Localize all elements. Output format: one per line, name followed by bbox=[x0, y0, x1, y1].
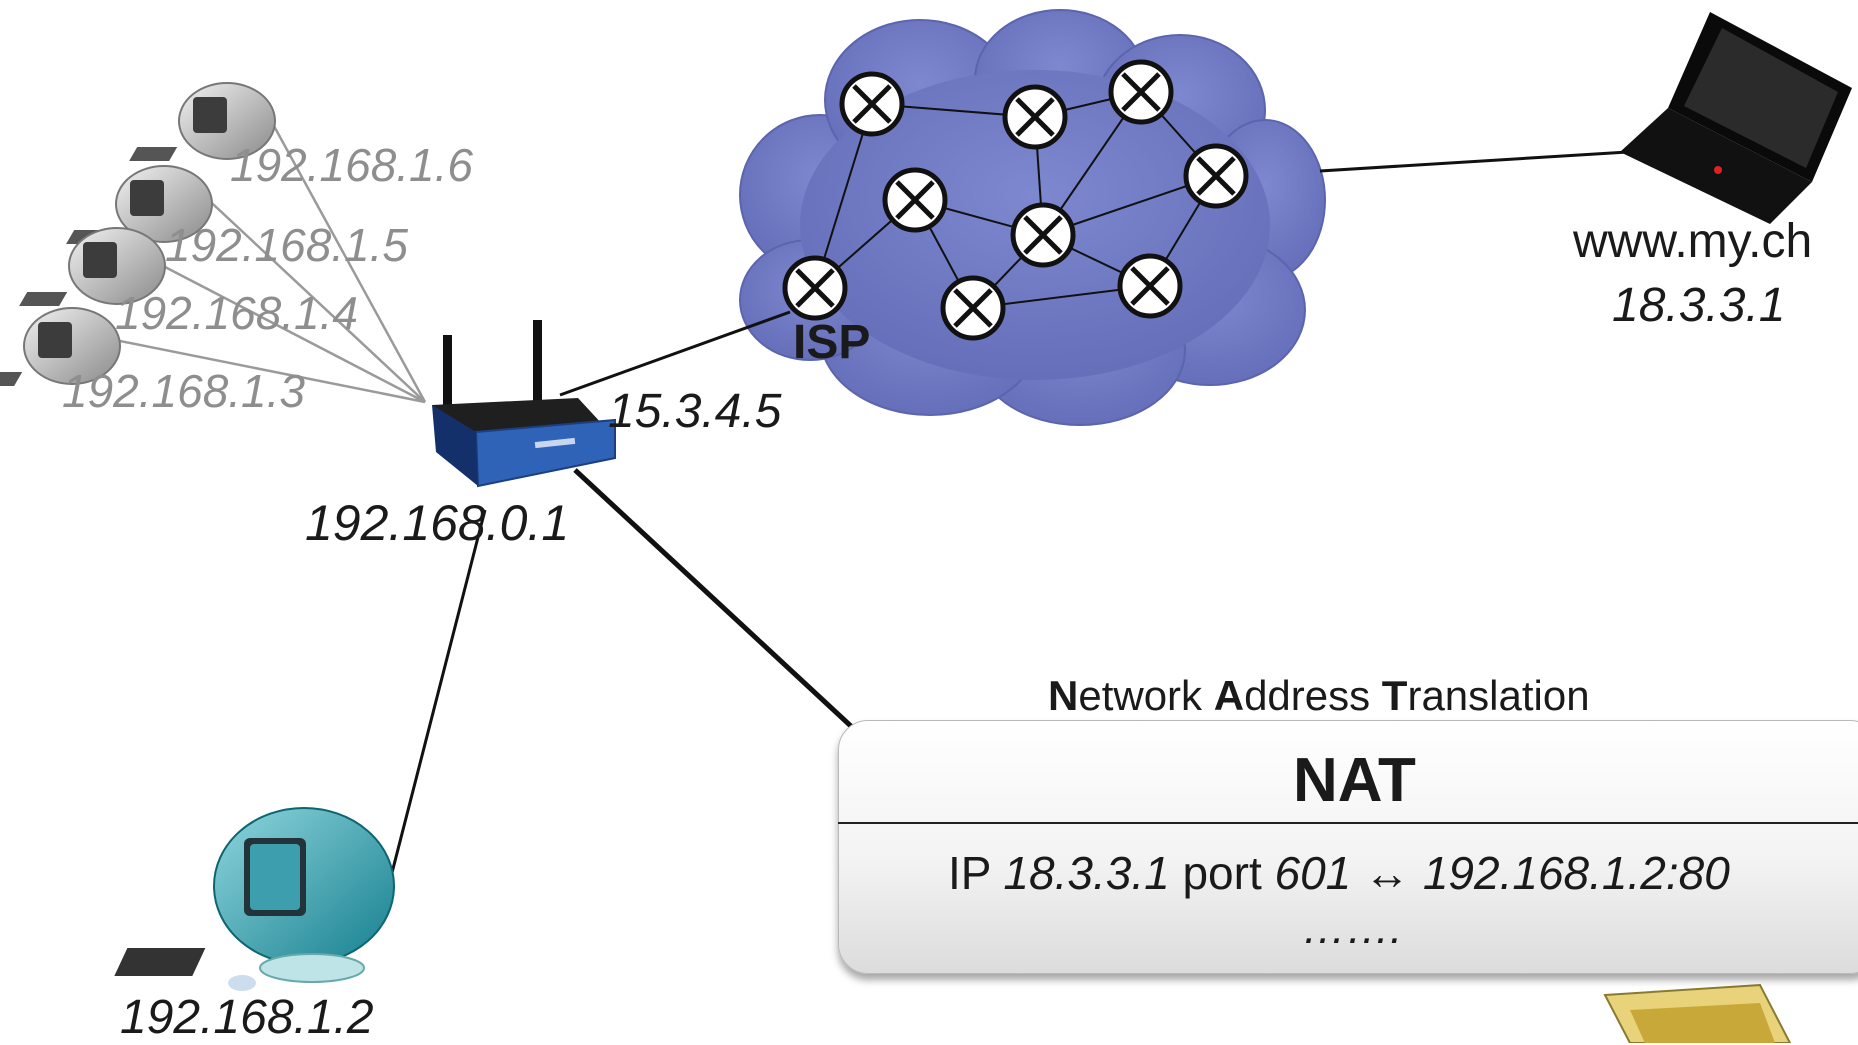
network-node-icon bbox=[839, 71, 905, 137]
network-node-icon bbox=[782, 255, 848, 321]
link-host-1-6 bbox=[255, 94, 427, 403]
router-icon bbox=[432, 320, 616, 488]
local-host-ip: 192.168.1.2 bbox=[120, 991, 374, 1044]
nat-divider bbox=[838, 822, 1858, 824]
router-lan-ip: 192.168.0.1 bbox=[305, 495, 570, 551]
local-computer-icon bbox=[114, 807, 395, 991]
nat-heading-rest: etwork bbox=[1078, 672, 1214, 719]
host-ip-label: 192.168.1.3 bbox=[62, 365, 306, 417]
nat-title: NAT bbox=[1293, 746, 1416, 815]
nat-arrow: ↔ bbox=[1364, 847, 1411, 899]
host-ip-label: 192.168.1.4 bbox=[115, 287, 359, 339]
connections bbox=[94, 94, 1629, 901]
nat-heading-rest: ddress bbox=[1244, 672, 1382, 719]
nat-entry-ip: 18.3.3.1 bbox=[1003, 847, 1170, 899]
network-node-icon bbox=[1117, 253, 1183, 319]
host-ip-label: 192.168.1.6 bbox=[230, 139, 474, 191]
nat-heading-initial: T bbox=[1381, 672, 1408, 719]
network-node-icon bbox=[940, 275, 1006, 341]
computer-icon bbox=[0, 307, 121, 386]
link-cloud-server bbox=[1319, 150, 1629, 173]
nat-entry-target: 192.168.1.2:80 bbox=[1422, 847, 1730, 899]
network-node-icon bbox=[1002, 84, 1068, 150]
nat-port-label: port bbox=[1182, 847, 1262, 899]
nat-ellipsis: ……. bbox=[1302, 904, 1403, 953]
computer-icon bbox=[19, 227, 166, 306]
server-name: www.my.ch bbox=[1573, 215, 1813, 268]
link-host-1-3 bbox=[94, 334, 426, 404]
nat-entry-port: 601 bbox=[1274, 847, 1352, 899]
network-node-icon bbox=[1183, 143, 1249, 209]
link-host-1-4 bbox=[139, 252, 426, 404]
nat-ip-label: IP bbox=[948, 847, 991, 899]
isp-label: ISP bbox=[793, 316, 871, 369]
server-ip: 18.3.3.1 bbox=[1612, 279, 1786, 332]
laptop-icon bbox=[1620, 12, 1852, 224]
nat-heading-initial: N bbox=[1048, 672, 1079, 719]
nat-heading: Network Address Translation bbox=[1048, 672, 1590, 720]
device-icon bbox=[1603, 983, 1792, 1043]
network-node-icon bbox=[1010, 202, 1076, 268]
link-router-local-host bbox=[383, 509, 487, 901]
nat-heading-rest: ranslation bbox=[1407, 672, 1590, 719]
network-node-icon bbox=[882, 167, 948, 233]
isp-nodes bbox=[782, 59, 1249, 341]
link-router-isp bbox=[559, 310, 791, 397]
router-wan-ip: 15.3.4.5 bbox=[608, 385, 782, 438]
nat-entry: IP 18.3.3.1 port 601 ↔ 192.168.1.2:80 bbox=[948, 846, 1730, 900]
computer-icon bbox=[129, 82, 276, 161]
host-ip-label: 192.168.1.5 bbox=[165, 219, 409, 271]
nat-table bbox=[838, 720, 1858, 974]
link-router-nat bbox=[573, 468, 855, 730]
nat-heading-initial: A bbox=[1213, 672, 1245, 719]
network-node-icon bbox=[1108, 59, 1174, 125]
link-host-1-5 bbox=[184, 177, 426, 403]
